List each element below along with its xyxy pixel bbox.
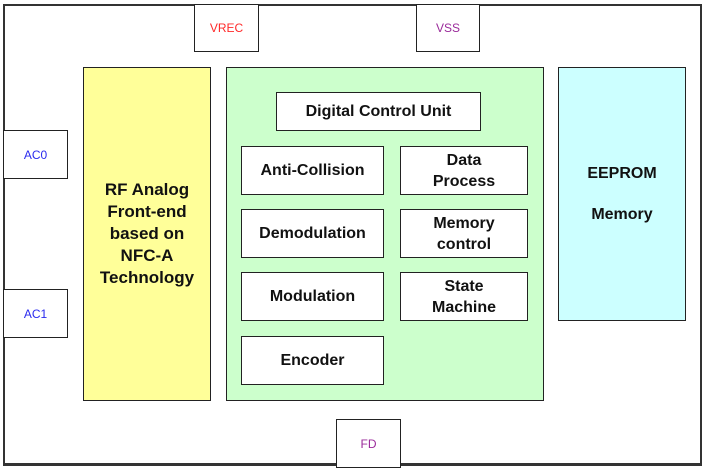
data-process-label: Data Process [432,151,496,190]
memory-label: Memory [591,206,653,223]
anti-collision-block: Anti-Collision [241,146,384,195]
demodulation-label: Demodulation [259,225,366,242]
pin-ac1-label: AC1 [23,306,48,321]
pin-vrec: VREC [194,4,259,52]
state-machine-block: State Machine [400,272,528,321]
pin-fd: FD [336,419,401,468]
modulation-block: Modulation [241,272,384,321]
pin-ac0: AC0 [3,130,68,179]
demodulation-block: Demodulation [241,209,384,258]
digital-control-unit-block: Digital Control Unit [276,92,481,131]
pin-ac1: AC1 [3,289,68,338]
pin-ac0-label: AC0 [23,147,48,162]
modulation-label: Modulation [269,288,356,305]
state-machine-label: State Machine [431,277,496,316]
encoder-label: Encoder [280,352,345,369]
rf-analog-frontend-label: RF Analog Front-end based on NFC-A Techn… [99,180,195,287]
rf-analog-frontend-block: RF Analog Front-end based on NFC-A Techn… [83,67,211,401]
pin-vss-label: VSS [435,21,460,35]
memory-control-block: Memory control [400,209,528,258]
pin-vss: VSS [416,4,480,52]
data-process-block: Data Process [400,146,528,195]
eeprom-memory-block: EEPROM Memory [558,67,686,321]
digital-control-unit-label: Digital Control Unit [305,103,452,120]
memory-control-label: Memory control [433,214,495,253]
pin-fd-label: FD [360,436,377,451]
eeprom-label: EEPROM [587,165,657,182]
pin-vrec-label: VREC [209,21,244,35]
anti-collision-label: Anti-Collision [260,162,365,179]
encoder-block: Encoder [241,336,384,385]
